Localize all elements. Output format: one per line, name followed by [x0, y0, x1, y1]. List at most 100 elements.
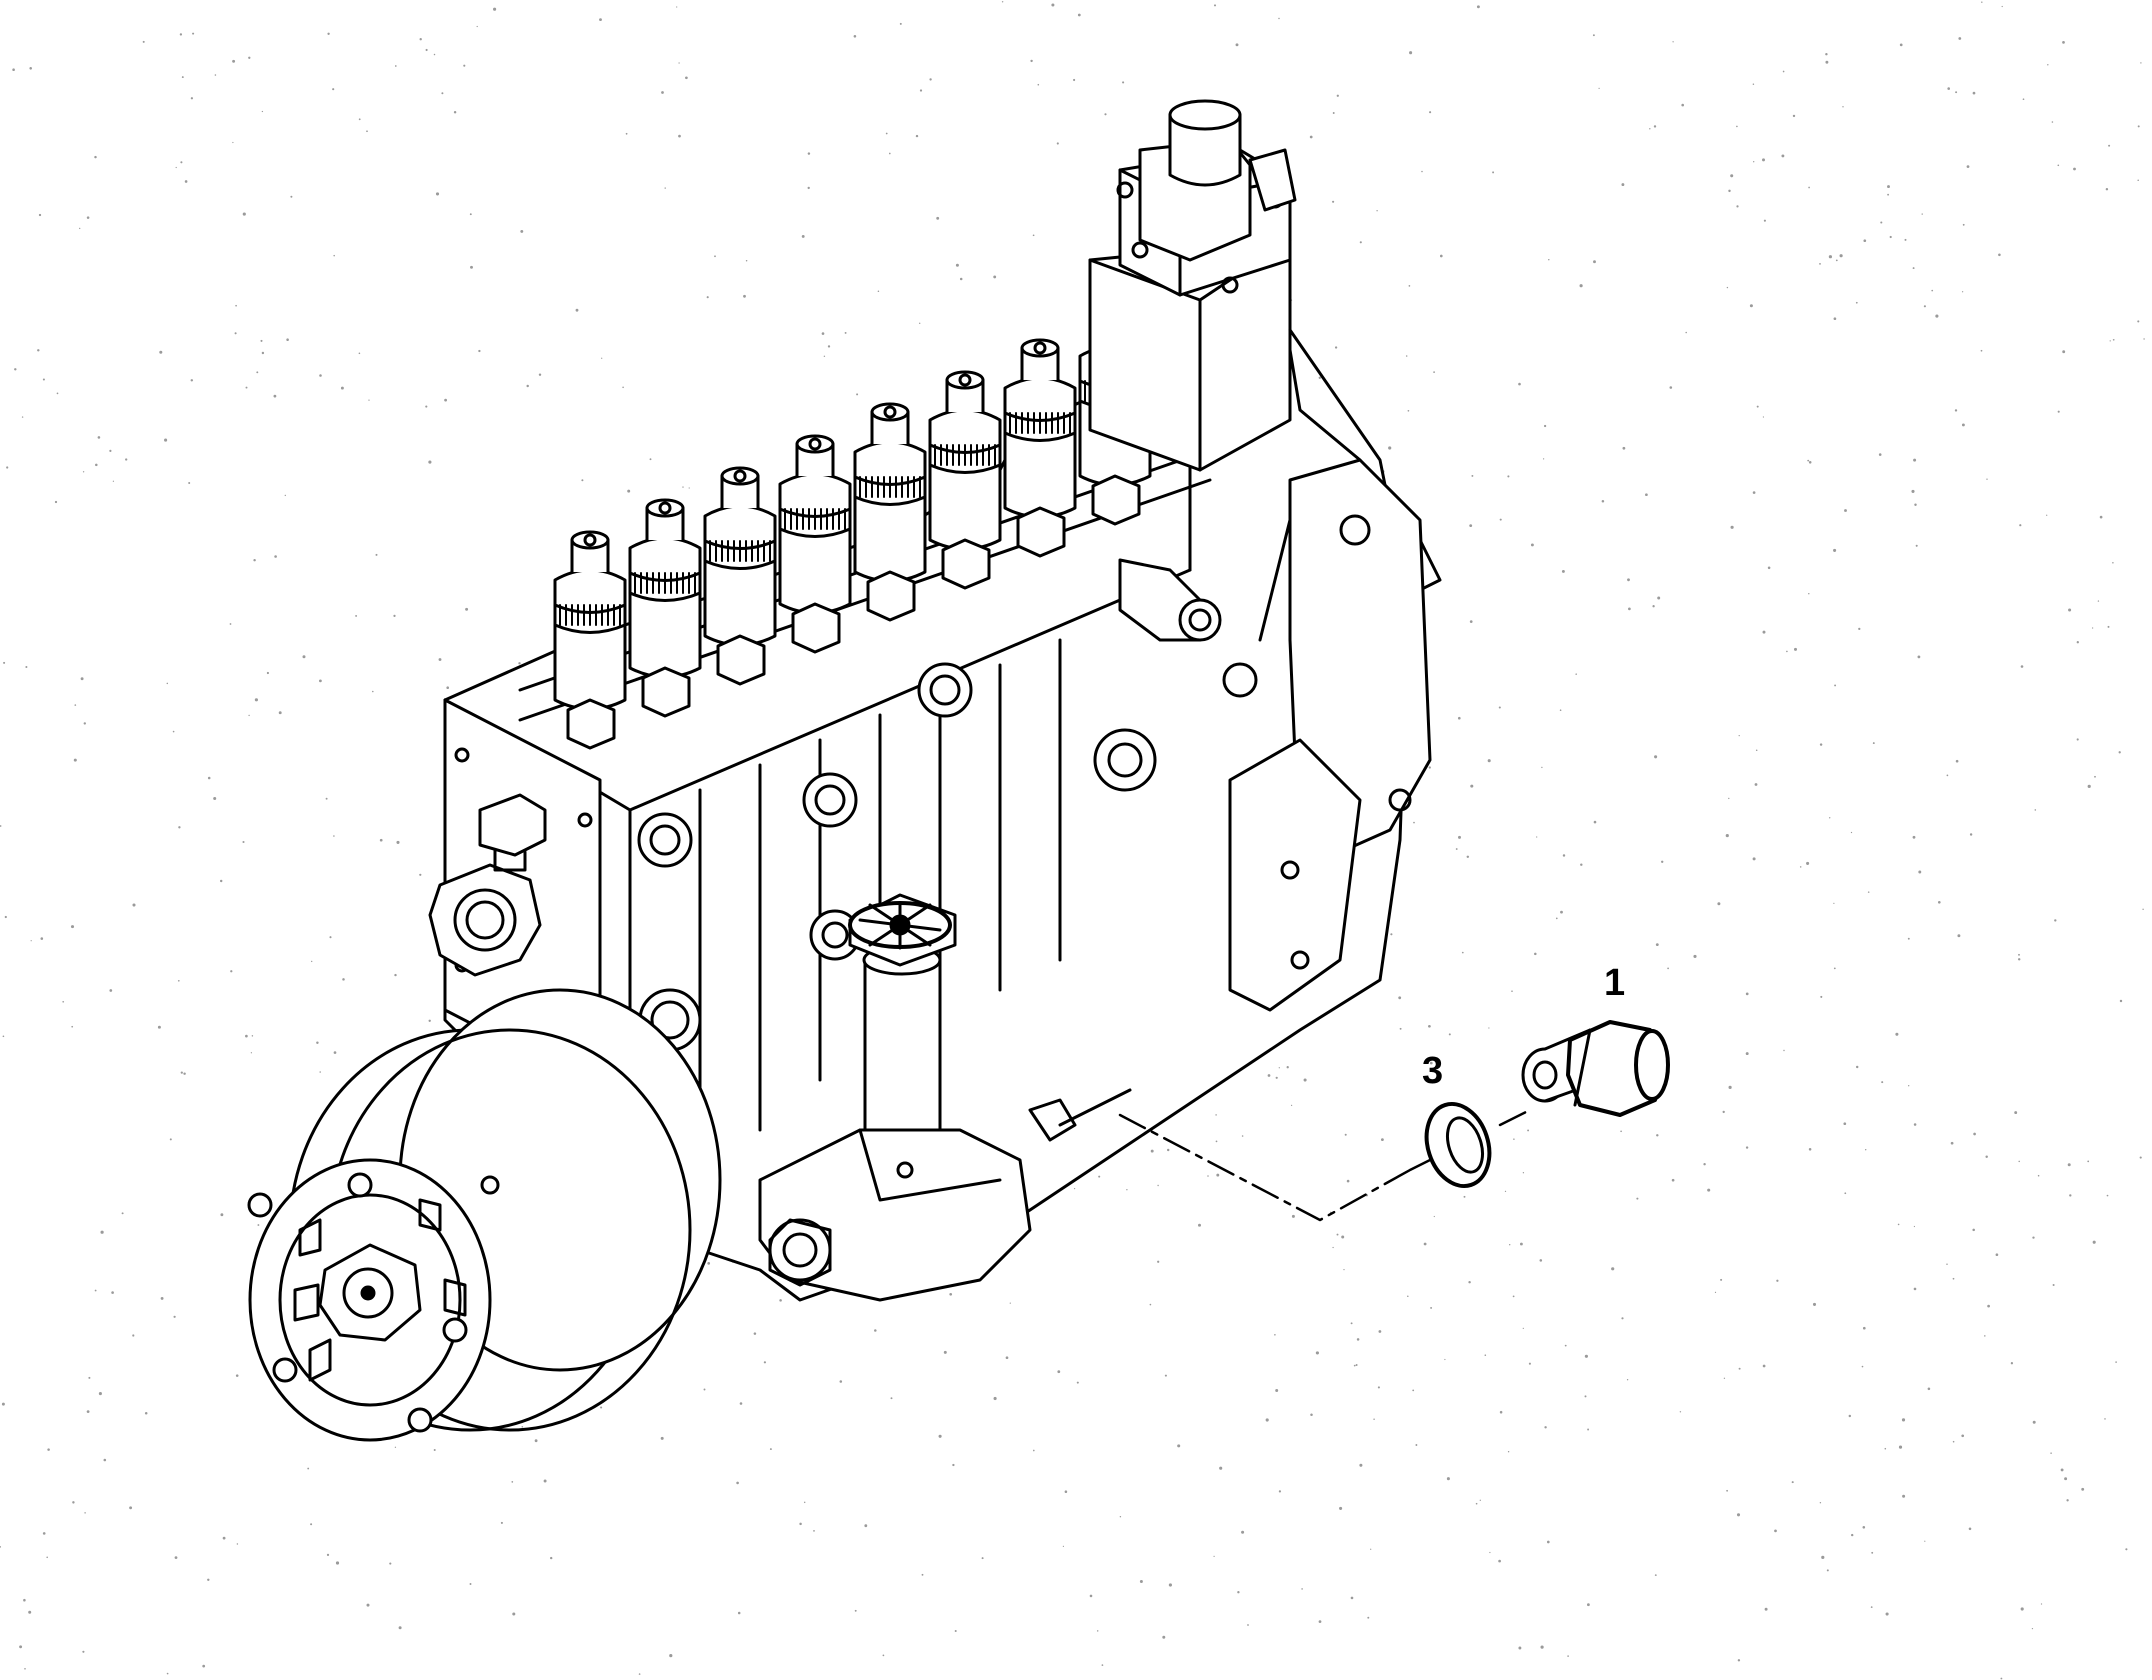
- scan-speckle-dot: [435, 192, 440, 196]
- scan-speckle-dot: [1755, 749, 1758, 751]
- scan-speckle-dot: [1968, 1527, 1972, 1531]
- scan-speckle-dot: [1656, 1134, 1659, 1137]
- scan-speckle-dot: [1703, 1163, 1706, 1166]
- scan-speckle-dot: [188, 481, 191, 485]
- scan-speckle-dot: [71, 1025, 74, 1028]
- scan-speckle-dot: [229, 623, 232, 625]
- scan-speckle-dot: [1413, 821, 1415, 824]
- scan-speckle-dot: [54, 500, 58, 504]
- scan-speckle-dot: [1833, 902, 1835, 905]
- scan-speckle-dot: [1461, 951, 1464, 954]
- scan-speckle-dot: [803, 1501, 806, 1504]
- scan-speckle-dot: [1149, 1303, 1152, 1306]
- delivery-valve-holder: [630, 500, 700, 716]
- scan-speckle-dot: [1278, 1490, 1282, 1493]
- scan-speckle-dot: [1334, 346, 1338, 349]
- scan-speckle-dot: [1914, 503, 1917, 506]
- scan-speckle-dot: [446, 686, 450, 689]
- scan-speckle-dot: [2092, 1240, 2096, 1244]
- delivery-valve-holder: [555, 532, 625, 748]
- scan-speckle-dot: [1807, 459, 1810, 462]
- scan-speckle-dot: [1448, 1033, 1451, 1036]
- scan-speckle-dot: [1380, 1138, 1384, 1142]
- scan-speckle-dot: [1915, 544, 1918, 547]
- scan-speckle-dot: [394, 973, 397, 977]
- scan-speckle-dot: [30, 940, 32, 942]
- scan-speckle-dot: [1336, 94, 1339, 97]
- scan-speckle-dot: [232, 59, 236, 63]
- scan-speckle-dot: [1499, 1410, 1503, 1414]
- scan-speckle-dot: [333, 835, 335, 837]
- scan-speckle-dot: [1864, 1148, 1867, 1151]
- fuel-injection-pump-drawing: [249, 101, 1440, 1440]
- scan-speckle-dot: [1367, 1616, 1370, 1619]
- scan-speckle-dot: [2064, 1477, 2068, 1481]
- scan-speckle-dot: [478, 349, 481, 353]
- scan-speckle-dot: [2104, 1418, 2106, 1420]
- scan-speckle-dot: [1355, 1364, 1358, 1366]
- scan-speckle-dot: [1897, 1223, 1900, 1226]
- scan-speckle-dot: [332, 88, 335, 91]
- scan-speckle-dot: [993, 1396, 997, 1401]
- scan-speckle-dot: [166, 1672, 169, 1675]
- scan-speckle-dot: [1429, 1061, 1433, 1065]
- scan-speckle-dot: [1752, 857, 1756, 861]
- scan-speckle-dot: [2142, 908, 2144, 911]
- scan-speckle-dot: [2001, 5, 2003, 8]
- scan-speckle-dot: [1341, 1235, 1345, 1239]
- scan-speckle-dot: [1126, 1189, 1128, 1191]
- scan-speckle-dot: [372, 690, 374, 693]
- scan-speckle-dot: [175, 166, 177, 169]
- scan-speckle-dot: [1433, 371, 1435, 373]
- scan-speckle-dot: [425, 405, 428, 408]
- scan-speckle-dot: [1593, 260, 1596, 264]
- scan-speckle-dot: [915, 134, 919, 138]
- scan-speckle-dot: [1587, 1428, 1590, 1431]
- scan-speckle-dot: [366, 1603, 370, 1607]
- governor-rear-cover: [1230, 460, 1430, 1010]
- callout-label-3: 3: [1422, 1050, 1444, 1092]
- scan-speckle-dot: [74, 704, 77, 706]
- scan-speckle-dot: [1166, 1148, 1170, 1152]
- scan-speckle-dot: [234, 332, 237, 335]
- scan-speckle-dot: [12, 68, 15, 71]
- scan-speckle-dot: [550, 1556, 553, 1560]
- scan-speckle-dot: [1476, 5, 1480, 9]
- scan-speckle-dot: [1839, 254, 1843, 258]
- scan-speckle-dot: [864, 1524, 868, 1528]
- scan-speckle-dot: [1407, 1295, 1409, 1298]
- scan-speckle-dot: [827, 345, 831, 348]
- scan-speckle-dot: [1235, 43, 1239, 47]
- plug-mount-fitting: [1030, 1090, 1130, 1140]
- scan-speckle-dot: [2047, 64, 2049, 66]
- scan-speckle-dot: [854, 1609, 857, 1612]
- scan-speckle-dot: [1032, 234, 1035, 237]
- scan-speckle-dot: [2108, 144, 2111, 147]
- scan-speckle-dot: [1541, 766, 1543, 769]
- scan-speckle-dot: [1820, 995, 1823, 998]
- scan-speckle-dot: [180, 161, 183, 164]
- scan-speckle-dot: [463, 64, 466, 67]
- scan-speckle-dot: [1611, 1267, 1615, 1271]
- scan-speckle-dot: [94, 155, 97, 159]
- scan-speckle-dot: [2032, 1420, 2036, 1424]
- scan-speckle-dot: [1593, 820, 1597, 824]
- scan-speckle-dot: [703, 1388, 706, 1391]
- scan-speckle-dot: [103, 1458, 107, 1462]
- scan-speckle-dot: [1037, 83, 1040, 86]
- scan-speckle-dot: [183, 1072, 186, 1075]
- scan-speckle-dot: [2091, 627, 2094, 629]
- scan-speckle-dot: [1730, 525, 1734, 529]
- scan-speckle-dot: [109, 449, 112, 452]
- scan-speckle-dot: [302, 655, 306, 659]
- scan-speckle-dot: [261, 351, 265, 355]
- scan-speckle-dot: [2062, 41, 2065, 44]
- scan-speckle-dot: [100, 1230, 104, 1234]
- scan-speckle-dot: [1430, 1306, 1433, 1309]
- scan-speckle-dot: [1077, 13, 1081, 17]
- scan-speckle-dot: [1275, 1389, 1279, 1392]
- scan-speckle-dot: [1359, 1463, 1363, 1467]
- scan-speckle-dot: [1567, 1655, 1569, 1657]
- scan-speckle-dot: [853, 35, 857, 38]
- scan-speckle-dot: [358, 352, 361, 355]
